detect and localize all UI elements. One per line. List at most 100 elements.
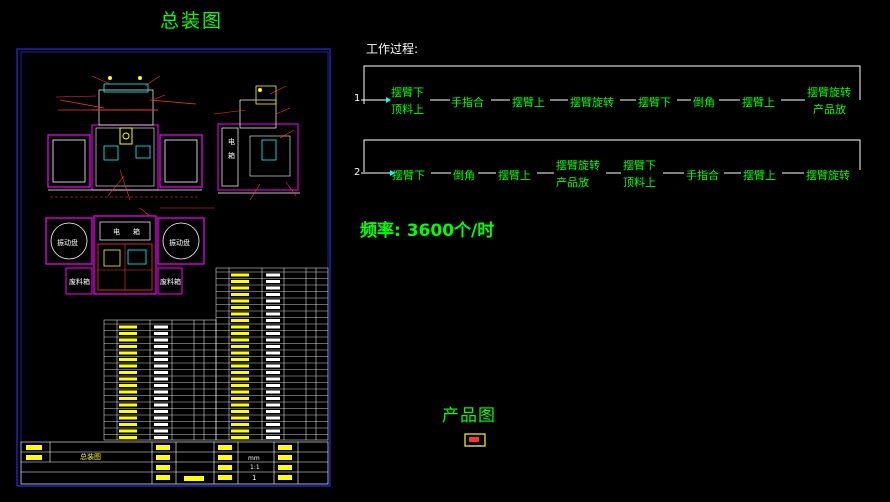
parts-list-cell-spec [266,286,280,290]
parts-list-cell-spec [154,364,168,368]
row2-step-product-place: 产品放 [556,176,589,189]
row1-step-swing-arm-rotate: 摆臂旋转 [570,96,614,109]
parts-list-cell-spec [266,325,280,329]
parts-list-cell-spec [266,351,280,355]
parts-list-cell-spec [266,280,280,283]
title-block-cells [26,445,292,481]
row2-step-swing-arm-up: 摆臂上 [498,169,531,182]
parts-list-cell-spec [266,371,280,374]
parts-list-cell-text [231,286,249,290]
side-view [213,85,300,201]
drawing-title: 总装图 [160,10,224,32]
parts-list-cell-spec [266,273,280,277]
parts-list-cell-text [231,403,249,407]
vibration-plate-label-right: 振动盘 [169,239,190,247]
parts-list-cell-spec [154,332,168,335]
parts-list-cell-text [119,351,137,355]
parts-list-cell-spec [266,319,280,322]
parts-list-cell-spec [266,403,280,407]
parts-list-cell-spec [266,384,280,387]
parts-list-cell-text [119,384,137,387]
process-label: 工作过程: [366,42,419,56]
row1-step-swing-arm-up: 摆臂上 [512,96,545,109]
waste-bin-label-right: 废料箱 [160,278,181,286]
title-block-sheet-count: 1 [252,474,257,482]
row1-step-product-place: 产品放 [813,103,846,116]
parts-list-cell-text [231,293,249,296]
parts-list-cell-spec [266,293,280,296]
row1-step-swing-arm-down: 摆臂下 [391,86,424,99]
flow-row-1-number: 1 [354,93,361,104]
front-view [47,75,203,201]
row1-step-eject-up: 顶料上 [391,103,424,116]
parts-list-cell-text [119,410,137,413]
product-drawing-title: 产品图 [442,406,496,426]
parts-list-cell-text [231,429,249,433]
parts-list-cell-spec [154,351,168,355]
parts-list-cell-text [119,423,137,426]
electric-box-label-2: 箱 [133,228,140,236]
title-block-scale: 1:1 [250,464,260,471]
parts-list-cell-text [231,345,249,348]
parts-list-cell-text [119,371,137,374]
parts-list-cell-spec [154,325,168,329]
parts-list-cell-spec [266,436,280,439]
parts-list-cell-text [231,338,249,342]
parts-list-cell-spec [154,397,168,400]
parts-list-cell-text [231,332,249,335]
parts-list-cell-spec [154,429,168,433]
title-block-name: 总装图 [80,453,101,461]
parts-list-cell-text [231,423,249,426]
title-block [20,441,329,485]
parts-list-cell-text [231,436,249,439]
parts-list-cell-spec [266,397,280,400]
parts-list-cell-spec [266,338,280,342]
parts-list-cell-text [119,358,137,361]
parts-list-cell-spec [154,410,168,413]
parts-list-cell-text [231,384,249,387]
parts-list-cell-spec [266,429,280,433]
parts-list-cell-text [231,306,249,309]
parts-list-cell-text [231,273,249,277]
parts-list-cell-spec [154,384,168,387]
parts-list-cell-text [231,312,249,316]
title-block-units: mm [248,455,260,462]
parts-list-cell-spec [266,306,280,309]
parts-list-cell-text [119,436,137,439]
row2-step-swing-arm-up-2: 摆臂上 [743,169,776,182]
parts-list-cell-spec [266,416,280,420]
parts-list-left [103,319,217,441]
parts-list-cell-text [231,325,249,329]
parts-list-cell-spec [154,416,168,420]
row2-step-chamfer: 倒角 [453,169,475,182]
parts-list-cell-spec [266,332,280,335]
vibration-plate-label-left: 振动盘 [57,239,78,247]
parts-list-cell-text [231,280,249,283]
parts-list-cell-spec [266,345,280,348]
parts-list-cell-spec [154,345,168,348]
row2-step-swing-arm-down: 摆臂下 [392,169,425,182]
parts-list-right [215,267,329,441]
product-drawing [464,433,486,447]
row1-step-swing-arm-rotate-2: 摆臂旋转 [807,86,851,99]
parts-list-cell-spec [266,364,280,368]
parts-list-cell-text [231,397,249,400]
parts-list-cell-spec [154,358,168,361]
parts-list-cell-spec [266,358,280,361]
waste-bin-label-left: 废料箱 [69,278,90,286]
parts-list-cell-text [231,319,249,322]
parts-list-cell-text [231,390,249,394]
parts-list-cell-text [231,358,249,361]
parts-list-cell-spec [154,377,168,381]
parts-list-cell-spec [266,377,280,381]
row2-step-swing-arm-rotate: 摆臂旋转 [556,159,600,172]
row2-step-eject-up: 顶料上 [623,176,656,189]
row1-step-finger-close: 手指合 [451,96,484,109]
row2-step-swing-arm-down-2: 摆臂下 [623,159,656,172]
parts-list-cell-text [119,338,137,342]
row1-step-chamfer: 倒角 [693,96,715,109]
parts-list-cell-text [119,332,137,335]
parts-list-cell-spec [154,371,168,374]
parts-list-cell-text [231,371,249,374]
